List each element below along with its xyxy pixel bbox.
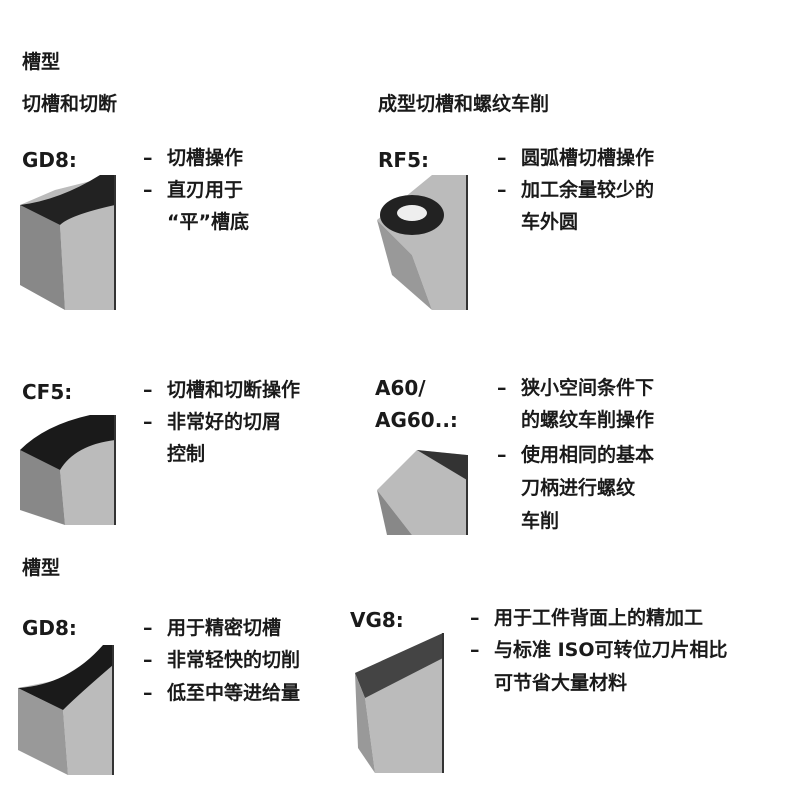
bullet: –直刃用于 <box>143 179 244 201</box>
bullet-cont: 刀柄进行螺纹 <box>521 477 636 499</box>
bullet: –切槽操作 <box>143 147 244 169</box>
insert-code: GD8: <box>22 616 77 640</box>
bullet: –狭小空间条件下 <box>497 377 655 399</box>
insert-image-gd8-precise <box>18 645 114 775</box>
bullet: –圆弧槽切槽操作 <box>497 147 655 169</box>
bullet: –切槽和切断操作 <box>143 379 301 401</box>
bullet: –加工余量较少的 <box>497 179 655 201</box>
bullet-cont: 控制 <box>167 443 206 465</box>
insert-image-a60 <box>377 450 468 535</box>
bullet: –非常好的切屑 <box>143 411 282 433</box>
insert-code: VG8: <box>350 608 404 632</box>
bullet-cont: 的螺纹车削操作 <box>521 409 655 431</box>
bullet-cont: 车外圆 <box>521 211 579 233</box>
bullet-cont: “平”槽底 <box>167 211 249 233</box>
bullet: –使用相同的基本 <box>497 444 655 466</box>
insert-image-rf5 <box>377 175 468 310</box>
insert-code: AG60..: <box>375 408 458 432</box>
insert-code: CF5: <box>22 380 73 404</box>
bullet: –用于工件背面上的精加工 <box>470 607 704 629</box>
bullet: –用于精密切槽 <box>143 617 282 639</box>
section-title: 槽型 <box>22 51 61 73</box>
insert-image-gd8 <box>20 175 116 310</box>
section-title: 槽型 <box>22 557 61 579</box>
bullet: –低至中等进给量 <box>143 682 301 704</box>
insert-code: A60/ <box>375 376 426 400</box>
insert-code: RF5: <box>378 148 429 172</box>
column-title-left: 切槽和切断 <box>22 93 118 115</box>
bullet: –与标准 ISO可转位刀片相比 <box>470 639 728 661</box>
bullet-cont: 车削 <box>521 510 560 532</box>
insert-image-cf5 <box>20 415 116 525</box>
bullet: –非常轻快的切削 <box>143 649 301 671</box>
insert-code: GD8: <box>22 148 77 172</box>
insert-image-vg8 <box>355 633 444 773</box>
bullet-cont: 可节省大量材料 <box>494 672 628 694</box>
column-title-right: 成型切槽和螺纹车削 <box>378 93 550 115</box>
